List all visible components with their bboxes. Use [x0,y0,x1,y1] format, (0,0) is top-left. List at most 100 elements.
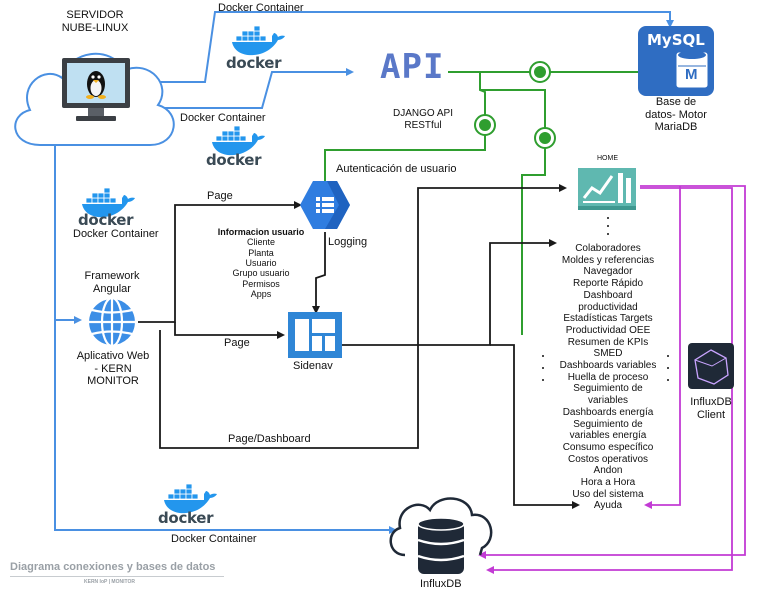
menu-item: Hora a Hora [580,477,636,489]
framework-line1: Framework [84,270,140,282]
docker-connections [54,11,674,534]
server-title-line1: SERVIDOR [66,9,124,21]
db-desc-line1: Base de [655,96,697,108]
framework-label: Framework Angular [72,270,152,295]
menu-item: Uso del sistema [572,488,644,500]
docker-container-label-left: Docker Container [73,228,159,240]
mysql-db-icon [638,26,714,96]
ellipsis-dots [542,217,669,381]
api-description: DJANGO API RESTful [380,108,466,131]
menu-item: SMED [593,348,623,360]
footer-subtitle: KERN IoP | MONITOR [84,579,135,585]
menu-item: Ayuda [593,500,623,512]
menu-item: Dashboards energía [562,406,654,418]
influx-client-line1: InfluxDB [690,396,732,408]
menu-item: variables energía [569,430,647,442]
page-label-bottom: Page [224,337,250,349]
menu-item: Colaboradores [575,243,641,254]
influxdb-cloud-db-icon [389,497,493,574]
influxdb-label: InfluxDB [420,578,462,590]
sidenav-label: Sidenav [293,360,333,372]
influxdb-client-icon [688,343,734,389]
user-info-item: Grupo usuario [232,268,290,279]
user-info-block: Informacion usuario Cliente Planta Usuar… [206,227,316,299]
link-influx-home [478,185,746,559]
home-label: HOME [597,155,618,162]
link-menu-ayuda [490,344,580,509]
link-server-mysql [120,11,674,83]
link-server-api [150,68,354,109]
menu-item: productividad [578,301,638,313]
menu-item: Navegador [583,266,633,278]
server-title: SERVIDOR NUBE-LINUX [55,9,135,34]
user-info-item: Apps [250,289,272,300]
db-desc-line2: datos- Motor [645,108,707,121]
influxdb-client-label: InfluxDB Client [680,396,742,421]
docker-container-label-mid: Docker Container [180,112,266,124]
docker-wordmark: docker [158,509,214,527]
link-api-down-b [480,89,546,335]
server-cloud [14,52,175,146]
sidenav-icon [288,312,342,358]
user-info-item: Cliente [246,237,275,248]
docker-container-label-bottom: Docker Container [171,533,257,545]
connector-knob [474,114,496,136]
green-connectors [474,61,556,149]
app-line3: MONITOR [87,375,139,388]
link-app-page-sidenav [174,322,285,339]
menu-item: Seguimiento de [573,383,643,395]
page-label-top: Page [207,190,233,202]
docker-wordmark: docker [78,211,134,229]
menu-item: Productividad OEE [565,324,651,336]
app-connections [138,184,580,509]
auth-label: Autenticación de usuario [336,163,457,175]
menu-item: Moldes y referencias [561,254,655,266]
api-desc-line1: DJANGO API [392,108,453,119]
server-title-line2: NUBE-LINUX [61,21,129,34]
menu-item: variables [587,395,629,407]
globe-icon [86,296,138,348]
app-line1: Aplicativo Web [76,350,150,362]
user-info-item: Usuario [245,258,277,269]
logging-hexagon-icon [300,181,350,229]
menu-item: Resumen de KPIs [567,336,649,348]
user-info-title: Informacion usuario [217,227,305,237]
menu-item: Huella de proceso [567,371,649,383]
footer-title: Diagrama conexiones y bases de datos [10,561,216,573]
tux-monitor-icon [62,58,130,121]
app-label: Aplicativo Web - KERN MONITOR [68,350,158,388]
docker-whale-icon [231,25,286,56]
api-desc-line2: RESTful [404,119,442,131]
menu-item: Andon [593,465,623,477]
influx-client-line2: Client [696,408,726,421]
footer-underline [10,576,224,577]
logging-label: Logging [328,236,368,248]
menu-item: Dashboard [583,289,633,301]
docker-wordmark: docker [226,54,282,72]
link-app-page-logging [138,201,302,323]
db-desc-line3: MariaDB [654,121,698,134]
menu-item: Costos operativos [567,453,649,465]
app-line2: - KERN [94,362,132,375]
mysql-logo-text: MySQL [647,31,705,49]
link-influx-client-home [644,186,681,509]
mysql-m-letter: M [685,66,698,83]
page-dashboard-label: Page/Dashboard [228,433,311,445]
connector-knob [529,61,551,83]
link-server-influx [54,320,397,534]
menu-item: Dashboards variables [559,360,657,372]
link-logging-sidenav [312,232,326,314]
docker-container-label-top: Docker Container [218,2,304,14]
menu-item: Seguimiento de [573,418,643,430]
home-chart-icon [578,168,636,210]
connector-knob [534,127,556,149]
db-description: Base de datos- Motor MariaDB [630,96,722,134]
menu-item: Consumo específico [562,441,654,453]
docker-wordmark: docker [206,151,262,169]
api-logo: API [380,47,445,87]
link-app-dashboard [159,184,567,449]
link-sidenav-menu [342,239,557,346]
user-info-item: Permisos [242,278,280,289]
app-menu-list: Colaboradores Moldes y referencias Naveg… [518,243,698,512]
